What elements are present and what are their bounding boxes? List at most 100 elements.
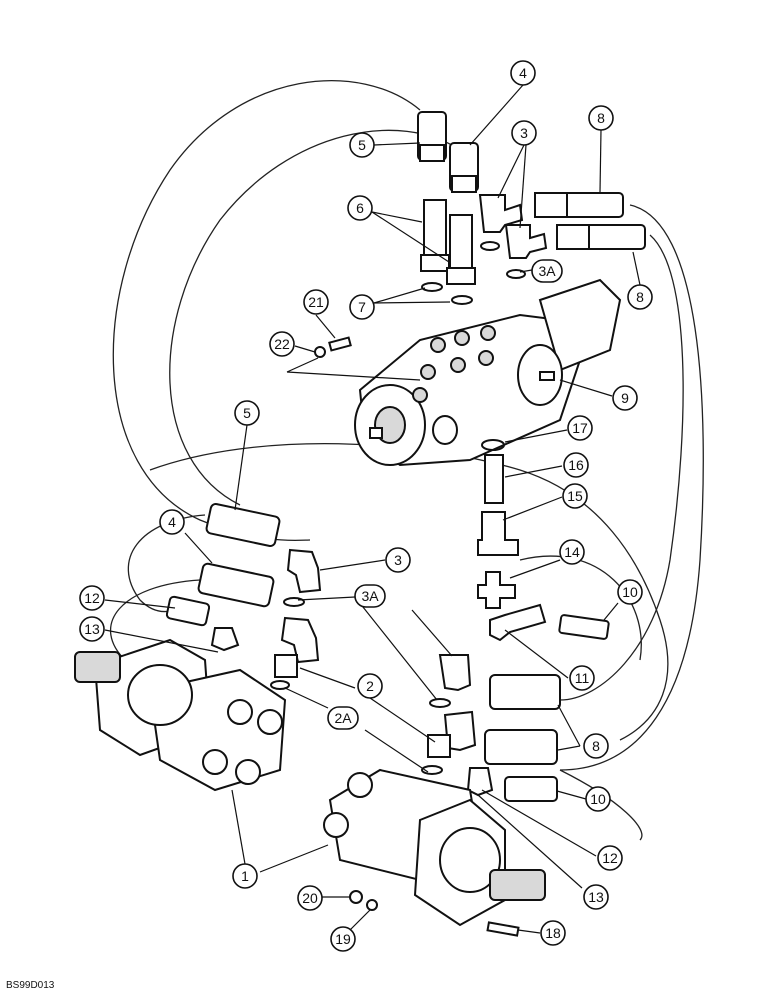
pump-side-port [432, 415, 458, 445]
callout-18: 18 [540, 920, 566, 946]
leader-19 [349, 909, 371, 931]
oring-3a-top-right [506, 269, 526, 279]
callout-19-label: 19 [335, 931, 351, 947]
callout-21: 21 [303, 289, 329, 315]
pump-port-5 [450, 357, 466, 373]
callout-4-mid: 4 [159, 509, 185, 535]
leader-22 [294, 345, 316, 353]
nut-20 [349, 890, 363, 904]
hose-loop-mid-2 [519, 555, 642, 661]
bolt-21 [328, 336, 352, 352]
callout-3-mid: 3 [385, 547, 411, 573]
adapter-6-left-hex [420, 254, 450, 272]
callout-10-a-label: 10 [622, 584, 638, 600]
callout-9: 9 [612, 385, 638, 411]
oring-7-left [421, 282, 443, 292]
hose-end-8-top-b-nut [556, 224, 590, 250]
leader-1-a [231, 789, 246, 865]
elbow-13-right [466, 767, 494, 797]
elbow-3-top-right [504, 224, 548, 259]
callout-8-top-a: 8 [588, 105, 614, 131]
callout-5-top: 5 [349, 132, 375, 158]
leader-2a [284, 687, 329, 709]
callout-1-label: 1 [241, 868, 249, 884]
callout-20: 20 [297, 885, 323, 911]
motor-right-shaft [489, 869, 546, 901]
callout-12-a-label: 12 [84, 590, 100, 606]
callout-9-label: 9 [621, 390, 629, 406]
leader-6-a [371, 211, 423, 223]
callout-13-a: 13 [79, 616, 105, 642]
leader-3a-mid-b [354, 596, 438, 701]
callout-15: 15 [562, 483, 588, 509]
elbow-3-mid-upper [286, 548, 322, 594]
callout-2: 2 [357, 673, 383, 699]
pump-port-4 [420, 364, 436, 380]
callout-7: 7 [349, 294, 375, 320]
leader-5-top [373, 142, 421, 146]
hose-end-8-mid-b [484, 729, 558, 765]
callout-10-b: 10 [585, 786, 611, 812]
callout-10-a: 10 [617, 579, 643, 605]
callout-5-mid-label: 5 [243, 405, 251, 421]
callout-12-b-label: 12 [602, 850, 618, 866]
leader-15 [502, 496, 563, 521]
hose-end-12-left [165, 595, 211, 627]
pump-front-shaft [369, 427, 383, 439]
callout-8-top-a-label: 8 [597, 110, 605, 126]
leader-18 [517, 929, 541, 934]
callout-2a-label: 2A [334, 710, 352, 726]
motor-left-boss-1 [227, 699, 253, 725]
leader-2-b [369, 697, 436, 743]
callout-12-a: 12 [79, 585, 105, 611]
leader-4-mid [184, 532, 213, 564]
hydraulic-pump [354, 278, 622, 467]
callout-21-label: 21 [308, 294, 324, 310]
callout-6: 6 [347, 195, 373, 221]
tee-14 [477, 571, 516, 609]
callout-3a-mid: 3A [354, 584, 386, 608]
callout-3a-top-label: 3A [538, 263, 556, 279]
callout-12-b: 12 [597, 845, 623, 871]
callout-16: 16 [563, 452, 589, 478]
oring-3a-mid [283, 597, 305, 607]
leader-3-mid [319, 559, 386, 571]
hose-loop-left-lower-2 [109, 579, 201, 661]
pump-port-2 [454, 330, 470, 346]
oring-3a-top-left [480, 241, 500, 251]
callout-11-label: 11 [575, 670, 590, 686]
leader-12-a [104, 599, 176, 609]
hose-loop-right-outer [559, 204, 704, 771]
callout-16-label: 16 [568, 457, 584, 473]
callout-8-mid-label: 8 [592, 738, 600, 754]
motor-right-bore [439, 827, 501, 893]
hose-end-8-mid-a [489, 674, 561, 710]
pump-port-3 [480, 325, 496, 341]
lower-center-fittings [421, 654, 561, 802]
callout-22: 22 [269, 331, 295, 357]
callout-3-mid-label: 3 [394, 552, 402, 568]
leader-9 [559, 379, 613, 397]
leader-1-b [259, 844, 329, 873]
hose-end-5-mid [205, 502, 281, 548]
callout-3a-top: 3A [531, 259, 563, 283]
leader-3-top-b [519, 144, 527, 229]
drive-motor-right [323, 768, 546, 937]
leader-4-top [469, 84, 524, 146]
callout-18-label: 18 [545, 925, 561, 941]
hose-end-8-top-a-nut [534, 192, 568, 218]
callout-15-label: 15 [567, 488, 583, 504]
leader-13-b [477, 794, 583, 889]
leader-3-low [411, 609, 453, 657]
leader-3-top-a [497, 144, 525, 199]
elbow-3-top-left [478, 194, 524, 233]
leader-11 [504, 629, 569, 679]
callout-3-top-label: 3 [520, 125, 528, 141]
oring-2a-center [421, 765, 443, 775]
top-fittings [314, 111, 646, 358]
leader-2 [299, 667, 356, 689]
bolt-18 [486, 921, 520, 937]
leader-17 [504, 429, 568, 443]
pump-port-7 [412, 387, 428, 403]
